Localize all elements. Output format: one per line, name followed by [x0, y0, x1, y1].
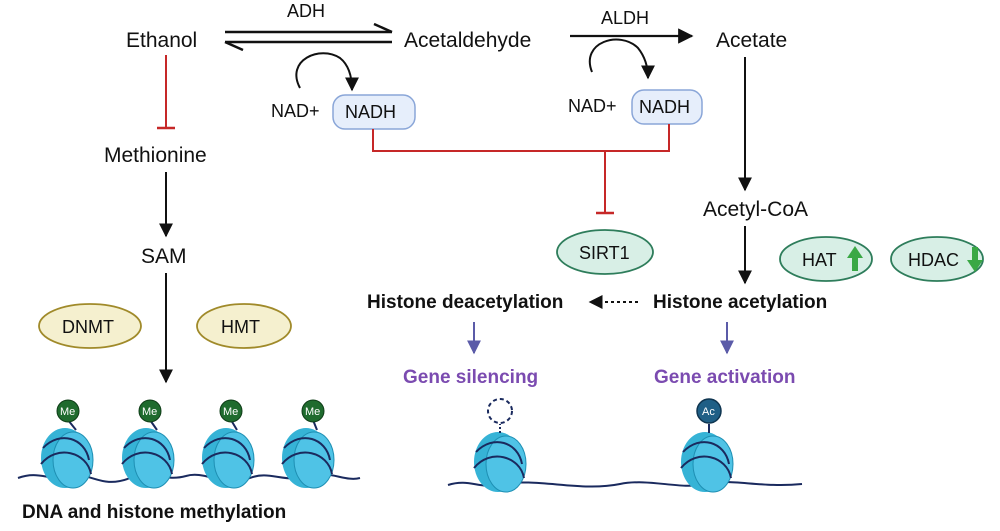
acetate-label: Acetate	[716, 29, 787, 52]
ac-label: Ac	[702, 406, 715, 418]
acetylation-chromatin: Ac	[447, 398, 803, 493]
nadh-inhibits-sirt1	[372, 124, 670, 215]
nucleosome-icon	[40, 427, 94, 489]
nadh-left-label: NADH	[345, 102, 396, 122]
removed-acetyl-badge	[487, 398, 513, 424]
nadh-right-box	[631, 89, 703, 125]
ethanol-inhibits-methionine	[157, 55, 175, 130]
nadh-right-label: NADH	[639, 97, 690, 117]
me-badge-2	[138, 399, 162, 423]
me-label-1: Me	[60, 406, 75, 418]
nucleosome-icon	[281, 427, 335, 489]
aldh-label: ALDH	[601, 8, 649, 28]
ac-badge	[696, 398, 722, 424]
me-badge-4	[301, 399, 325, 423]
nucleosome-icon	[201, 427, 255, 489]
adh-label: ADH	[287, 1, 325, 21]
me-badge-3	[219, 399, 243, 423]
hdac-label: HDAC	[908, 250, 959, 270]
histone-deacetylation-label: Histone deacetylation	[367, 292, 563, 313]
down-arrow-icon	[967, 247, 983, 272]
hat-oval	[779, 236, 873, 282]
me-badge-1	[56, 399, 80, 423]
hmt-oval	[196, 303, 292, 349]
sam-label: SAM	[141, 245, 187, 268]
aldh-cofactor-curve	[588, 38, 655, 80]
methylated-chromatin: Me Me Me Me	[17, 399, 361, 489]
gene-activation-label: Gene activation	[654, 367, 796, 388]
dnmt-oval	[38, 303, 142, 349]
hmt-label: HMT	[221, 317, 260, 337]
ethanol-label: Ethanol	[126, 29, 197, 52]
gene-silencing-label: Gene silencing	[403, 367, 538, 388]
nucleosome-icon	[680, 431, 734, 493]
me-label-2: Me	[142, 406, 157, 418]
adh-cofactor-curve	[295, 52, 359, 92]
acetaldehyde-label: Acetaldehyde	[404, 29, 531, 52]
dna-histone-methylation-label: DNA and histone methylation	[22, 502, 286, 523]
sirt1-oval	[556, 229, 654, 275]
dnmt-label: DNMT	[62, 317, 114, 337]
sirt1-label: SIRT1	[579, 243, 630, 263]
acetyl-coa-label: Acetyl-CoA	[703, 198, 808, 221]
adh-equilibrium-arrows	[224, 22, 393, 52]
nad-right-label: NAD+	[568, 96, 617, 116]
hdac-oval	[890, 236, 984, 282]
up-arrow-icon	[847, 246, 863, 271]
me-label-4: Me	[305, 406, 320, 418]
nucleosome-icon	[121, 427, 175, 489]
hat-label: HAT	[802, 250, 837, 270]
methionine-label: Methionine	[104, 144, 207, 167]
me-label-3: Me	[223, 406, 238, 418]
nucleosome-icon	[473, 431, 527, 493]
nad-left-label: NAD+	[271, 101, 320, 121]
histone-acetylation-label: Histone acetylation	[653, 292, 827, 313]
